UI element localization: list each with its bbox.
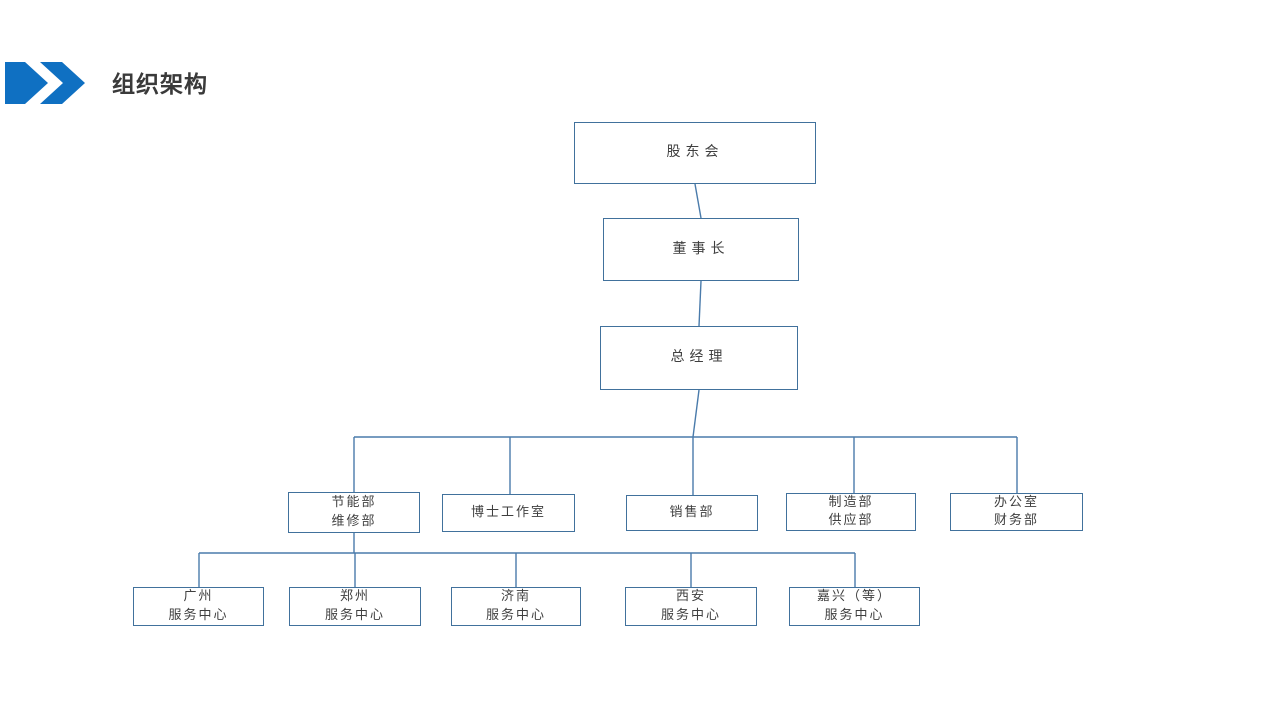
org-node-chairman: 董事长 xyxy=(603,218,799,281)
org-node-jiaxing-center: 嘉兴（等） 服务中心 xyxy=(789,587,920,626)
org-node-label: 股东会 xyxy=(666,144,724,161)
connector xyxy=(692,389,700,438)
page-title: 组织架构 xyxy=(112,72,208,98)
double-chevron-icon xyxy=(5,62,85,104)
org-node-shareholders: 股东会 xyxy=(574,122,816,184)
connector xyxy=(694,183,702,219)
org-node-general-manager: 总经理 xyxy=(600,326,798,390)
org-node-label: 服务中心 xyxy=(485,607,546,623)
chevron-right xyxy=(40,62,85,104)
org-node-label: 财务部 xyxy=(993,513,1039,528)
org-node-label: 服务中心 xyxy=(824,607,885,623)
org-node-label: 办公室 xyxy=(993,494,1039,510)
org-node-label: 销售部 xyxy=(669,504,715,520)
org-node-label: 济南 xyxy=(500,589,531,605)
slide-header: 组织架构 xyxy=(0,55,1280,111)
chevron-left xyxy=(5,62,48,104)
org-node-label: 嘉兴（等） xyxy=(816,589,892,605)
org-node-sales-dept: 销售部 xyxy=(626,495,758,531)
org-node-energy-dept: 节能部 维修部 xyxy=(288,492,420,533)
org-node-label: 郑州 xyxy=(339,589,370,605)
org-node-label: 董事长 xyxy=(672,240,730,257)
org-node-label: 总经理 xyxy=(670,349,728,366)
org-node-label: 服务中心 xyxy=(660,607,721,623)
org-node-label: 节能部 xyxy=(331,495,377,511)
org-node-label: 供应部 xyxy=(828,513,874,528)
org-node-xian-center: 西安 服务中心 xyxy=(625,587,757,626)
org-node-zhengzhou-center: 郑州 服务中心 xyxy=(289,587,421,626)
org-node-label: 西安 xyxy=(675,589,706,605)
org-node-manufacturing: 制造部 供应部 xyxy=(786,493,916,531)
org-node-label: 广州 xyxy=(183,589,214,605)
org-node-office-finance: 办公室 财务部 xyxy=(950,493,1083,531)
connector xyxy=(698,280,702,327)
org-node-guangzhou-center: 广州 服务中心 xyxy=(133,587,264,626)
org-node-label: 维修部 xyxy=(331,513,377,529)
org-node-label: 服务中心 xyxy=(324,607,385,623)
org-node-label: 制造部 xyxy=(828,494,874,510)
org-node-jinan-center: 济南 服务中心 xyxy=(451,587,581,626)
org-node-label: 博士工作室 xyxy=(470,504,546,520)
org-node-label: 服务中心 xyxy=(168,607,229,623)
org-node-doctor-studio: 博士工作室 xyxy=(442,494,575,532)
